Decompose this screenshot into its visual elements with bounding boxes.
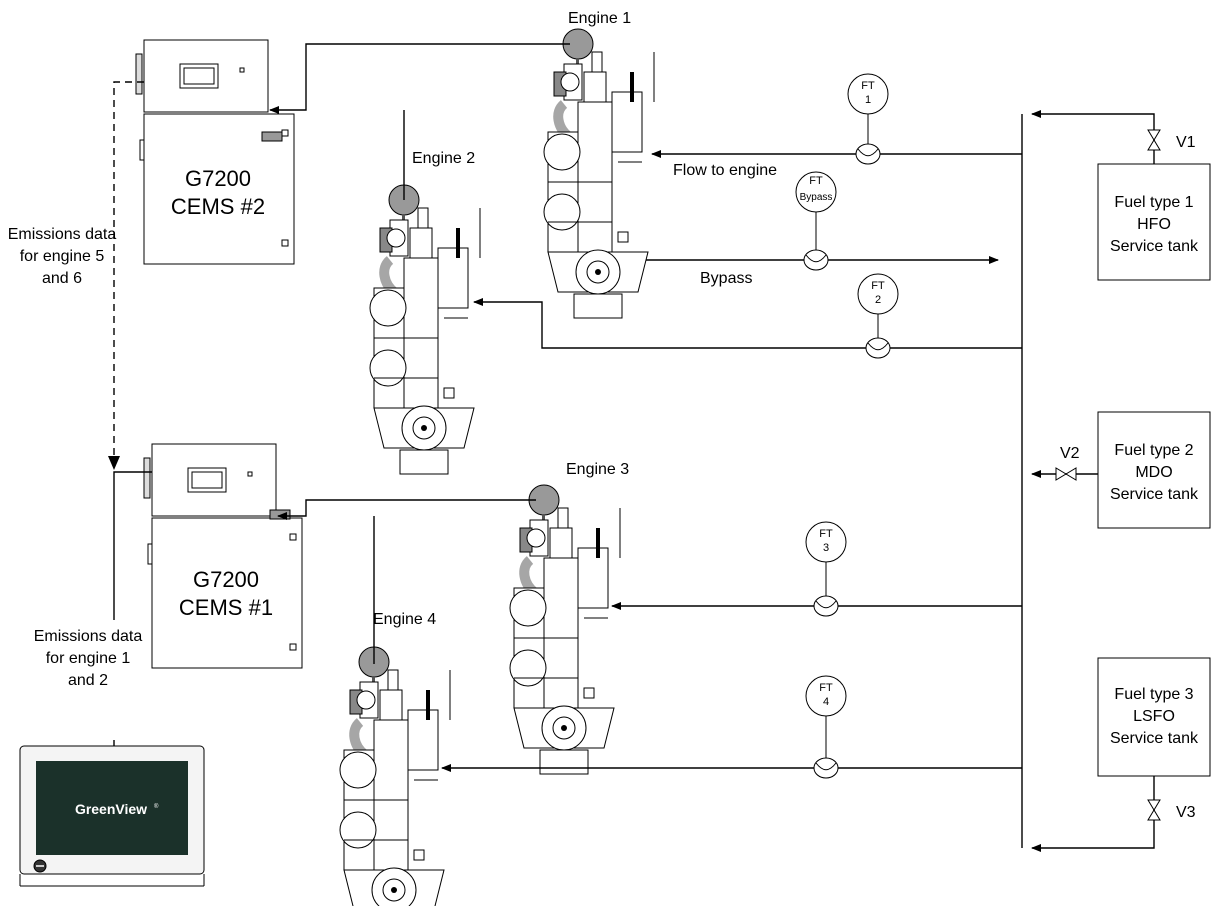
svg-text:®: ®	[154, 803, 159, 810]
lsfo-feed-line	[1032, 776, 1154, 848]
svg-text:MDO: MDO	[1135, 464, 1172, 481]
svg-text:FT: FT	[819, 528, 833, 540]
svg-text:4: 4	[823, 696, 829, 708]
svg-text:FT: FT	[861, 80, 875, 92]
cems-1-id: CEMS #1	[179, 595, 273, 620]
greenview-monitor: GreenView ®	[20, 746, 204, 886]
flow-transmitter-1: FT 1	[848, 74, 888, 164]
engine-3-drawing	[510, 485, 620, 774]
svg-text:3: 3	[823, 542, 829, 554]
emissions-link-arrow-icon	[108, 456, 120, 470]
valve-v3-label: V3	[1176, 804, 1196, 821]
svg-text:FT: FT	[871, 280, 885, 292]
engine-1-drawing	[544, 29, 654, 318]
svg-text:FT: FT	[809, 175, 823, 187]
svg-text:for engine 1: for engine 1	[46, 650, 131, 667]
greenview-logo: GreenView	[75, 801, 147, 817]
flow-transmitter-bypass: FT Bypass	[796, 172, 836, 270]
valve-v3-icon: V3	[1148, 800, 1196, 821]
cems-2-id: CEMS #2	[171, 194, 265, 219]
service-tank-mdo: Fuel type 2 MDO Service tank	[1098, 412, 1210, 528]
flow-transmitter-3: FT 3	[806, 522, 846, 616]
supply-line-engine-2	[474, 302, 1022, 348]
cems-2-model: G7200	[185, 166, 251, 191]
valve-v2-icon: V2	[1056, 445, 1080, 480]
svg-text:LSFO: LSFO	[1133, 708, 1175, 725]
svg-text:Fuel type 3: Fuel type 3	[1114, 686, 1193, 703]
engine-4-label: Engine 4	[373, 611, 436, 628]
cems-1-model: G7200	[193, 567, 259, 592]
svg-text:and 6: and 6	[42, 270, 82, 287]
bypass-label: Bypass	[700, 270, 752, 287]
engine-4-drawing	[340, 647, 450, 906]
svg-text:Emissions data: Emissions data	[34, 628, 143, 645]
engine-1-label: Engine 1	[568, 10, 631, 27]
engine-3-label: Engine 3	[566, 461, 629, 478]
hfo-feed-line	[1032, 114, 1154, 164]
svg-text:FT: FT	[819, 682, 833, 694]
valve-v1-label: V1	[1176, 134, 1196, 151]
svg-text:2: 2	[875, 294, 881, 306]
svg-text:HFO: HFO	[1137, 216, 1171, 233]
valve-v1-icon: V1	[1148, 130, 1196, 151]
svg-text:Fuel type 2: Fuel type 2	[1114, 442, 1193, 459]
emissions-note-engines-1-2: Emissions data for engine 1 and 2	[34, 628, 143, 689]
cems-1-cabinet: G7200 CEMS #1	[144, 444, 302, 668]
emissions-link-dashed	[114, 82, 144, 462]
svg-text:Service tank: Service tank	[1110, 486, 1199, 503]
svg-text:Service tank: Service tank	[1110, 238, 1199, 255]
svg-text:Bypass: Bypass	[800, 192, 833, 203]
emissions-note-engines-5-6: Emissions data for engine 5 and 6	[8, 226, 117, 287]
svg-text:Fuel type 1: Fuel type 1	[1114, 194, 1193, 211]
svg-text:Service tank: Service tank	[1110, 730, 1199, 747]
cems-2-cabinet: G7200 CEMS #2	[136, 40, 294, 264]
service-tank-hfo: Fuel type 1 HFO Service tank	[1098, 164, 1210, 280]
flow-transmitter-2: FT 2	[858, 274, 898, 358]
svg-text:Emissions data: Emissions data	[8, 226, 117, 243]
service-tank-lsfo: Fuel type 3 LSFO Service tank	[1098, 658, 1210, 776]
engine-2-label: Engine 2	[412, 150, 475, 167]
svg-text:1: 1	[865, 94, 871, 106]
sample-line-engine-1	[270, 44, 570, 110]
svg-text:and 2: and 2	[68, 672, 108, 689]
engine-2-drawing	[370, 185, 480, 474]
valve-v2-label: V2	[1060, 445, 1080, 462]
flow-transmitter-4: FT 4	[806, 676, 846, 778]
svg-text:for engine 5: for engine 5	[20, 248, 105, 265]
flow-to-engine-label: Flow to engine	[673, 162, 777, 179]
sample-line-engine-3	[278, 500, 536, 516]
